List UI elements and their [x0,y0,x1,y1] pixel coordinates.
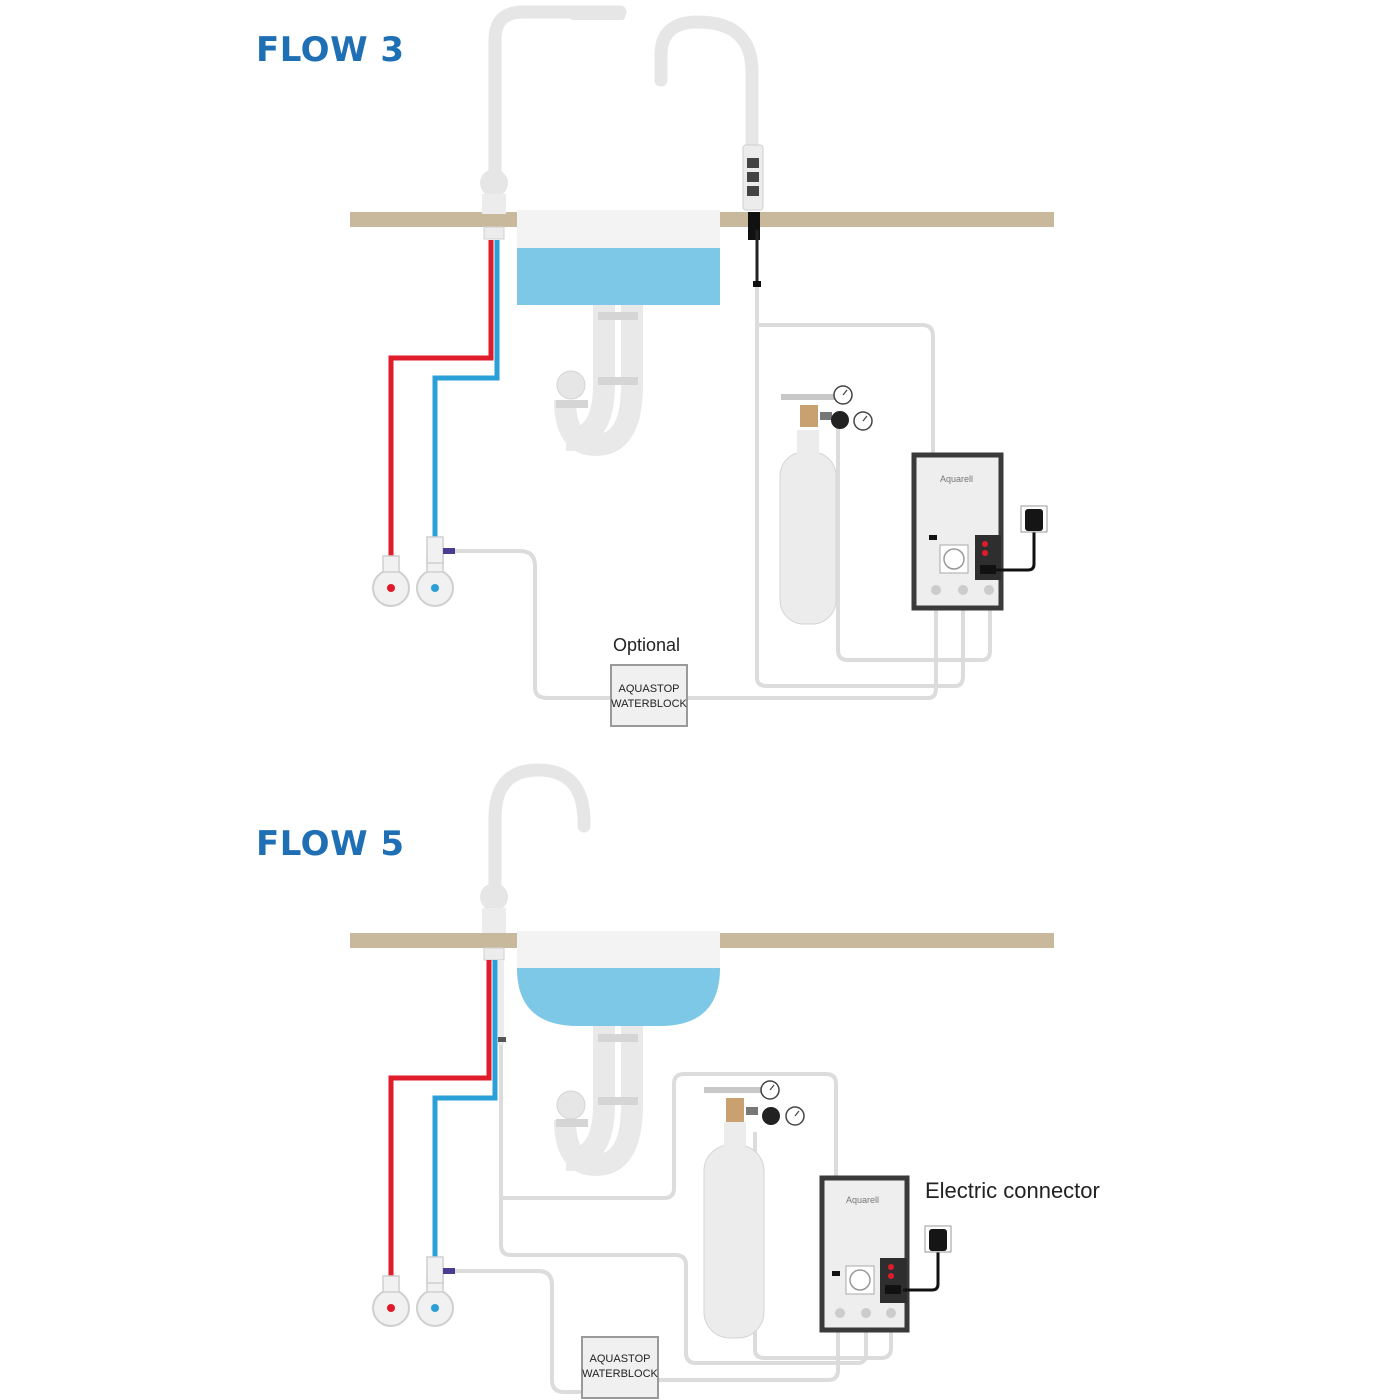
co2-bottle-flow3 [779,385,873,625]
waterblock-text-2-flow3: WATERBLOCK [611,698,687,710]
pressure-gauge-1-flow3 [833,385,853,405]
waterblock-text-1-flow5: AQUASTOP [590,1353,651,1365]
hoses-flow3 [455,287,992,700]
sink-flow3 [517,210,720,457]
unit-brand-flow5: Aquarell [846,1195,879,1205]
flow-3-diagram: AQUASTOP WATERBLOCK Aquarell [350,5,1054,727]
flow-5-title: FLOW 5 [256,824,405,864]
cold-pipe-flow3 [432,240,500,545]
flow-3-title: FLOW 3 [256,30,405,70]
co2-bottle-flow5 [703,1080,805,1339]
optional-label: Optional [613,635,681,655]
aquarell-unit-flow5: Aquarell [819,1175,952,1333]
mixer-tap-flow5 [480,763,591,961]
hot-pipe-flow3 [388,240,494,580]
electric-plug-flow3[interactable] [1020,505,1048,533]
aquarell-unit-flow3: Aquarell [911,452,1048,611]
unit-brand-flow3: Aquarell [940,474,973,484]
hot-pipe-flow5 [388,960,492,1300]
hot-valve-flow3[interactable] [372,555,410,607]
waterblock-text-2-flow5: WATERBLOCK [582,1368,658,1380]
aquastop-waterblock-flow3: AQUASTOP WATERBLOCK [610,664,688,727]
hot-valve-flow5[interactable] [372,1275,410,1327]
electric-plug-flow5[interactable] [924,1225,952,1253]
cold-pipe-flow5 [432,960,498,1262]
sink-flow5 [517,931,720,1177]
mixer-tap-flow3 [480,5,627,240]
pressure-gauge-1-flow5 [760,1080,780,1100]
pressure-gauge-2-flow3 [853,411,873,431]
waterblock-text-1-flow3: AQUASTOP [619,683,680,695]
flow-5-diagram: AQUASTOP WATERBLOCK Aquarell [350,763,1054,1399]
boiling-water-tap-flow3 [654,15,764,287]
aquastop-waterblock-flow5: AQUASTOP WATERBLOCK [581,1336,659,1399]
pressure-gauge-2-flow5 [785,1106,805,1126]
hoses-flow5 [455,960,893,1394]
electric-connector-label: Electric connector [925,1178,1100,1203]
